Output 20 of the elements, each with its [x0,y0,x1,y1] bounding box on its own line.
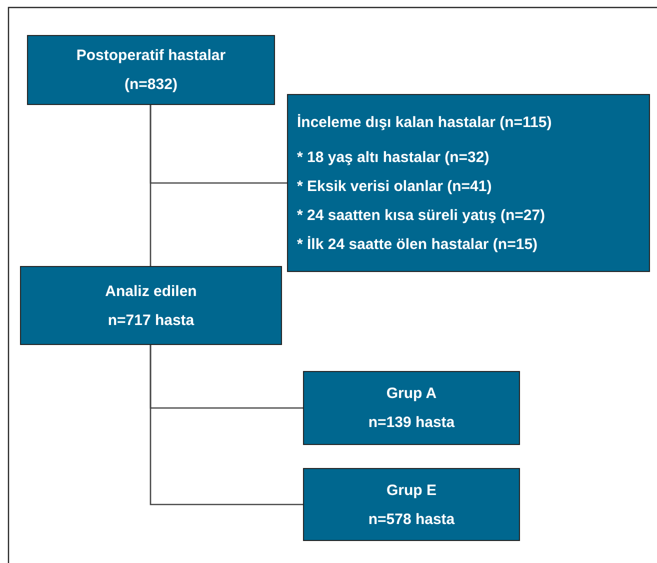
process-box [287,94,650,272]
process-box [303,468,520,541]
box-text: * İlk 24 saatte ölen hastalar (n=15) [297,234,538,254]
box-text: İnceleme dışı kalan hastalar (n=115) [297,112,552,132]
box-text: * Eksik verisi olanlar (n=41) [297,176,492,196]
box-text: n=139 hasta [368,413,455,433]
box-text: Postoperatif hastalar [76,46,226,66]
box-text: Grup A [386,384,437,404]
box-text: * 24 saatten kısa süreli yatış (n=27) [297,206,546,226]
box-text: Grup E [386,480,436,500]
process-box [20,266,282,345]
connector-line [150,105,287,184]
box-text: n=578 hasta [368,510,455,530]
box-text: * 18 yaş altı hastalar (n=32) [297,148,490,168]
box-text: Analiz edilen [105,282,197,302]
box-text: (n=832) [124,75,178,95]
box-text: n=717 hasta [108,310,194,330]
process-box [303,371,520,445]
connector-line [150,345,303,506]
process-box [27,35,275,105]
